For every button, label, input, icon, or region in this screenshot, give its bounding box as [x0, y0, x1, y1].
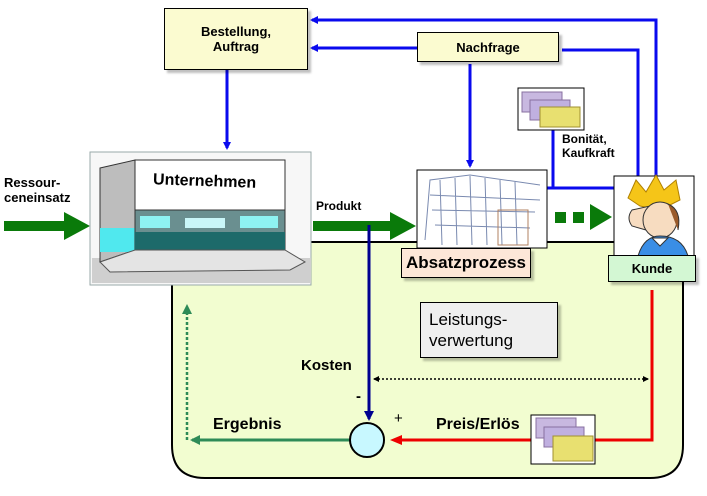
kunde-to-nachfrage-line: [562, 48, 640, 180]
price-revenue-label: Preis/Erlös: [436, 416, 520, 433]
minus-sign: -: [356, 388, 361, 405]
product-label: Produkt: [316, 199, 362, 213]
banknotes-bottom-image: [530, 414, 596, 465]
utilization-box: Leistungs- verwertung: [420, 302, 558, 358]
info-flow-lines: [223, 16, 658, 190]
customer-box: Kunde: [608, 255, 696, 282]
demand-box: Nachfrage: [417, 32, 559, 62]
summing-node: [349, 422, 385, 458]
order-box: Bestellung, Auftrag: [164, 8, 308, 70]
sales-process-box: Absatzprozess: [401, 248, 531, 278]
creditworthiness-label: Bonität, Kaufkraft: [562, 132, 615, 160]
resource-input-arrow: [4, 212, 90, 240]
product-arrow: [313, 212, 416, 240]
customer-image: [613, 173, 695, 259]
resource-input-label: Ressour- ceneinsatz: [4, 175, 71, 205]
costs-label: Kosten: [301, 357, 352, 374]
sales-hall-image: [416, 169, 548, 249]
plus-sign: +: [394, 410, 403, 427]
kunde-to-bestellung-line: [310, 16, 658, 180]
company-building-image: [89, 151, 312, 286]
banknotes-top-image: [517, 87, 585, 131]
result-label: Ergebnis: [213, 416, 282, 433]
company-label: Unternehmen: [152, 171, 257, 192]
sale-dotted-arrow: [555, 204, 612, 230]
